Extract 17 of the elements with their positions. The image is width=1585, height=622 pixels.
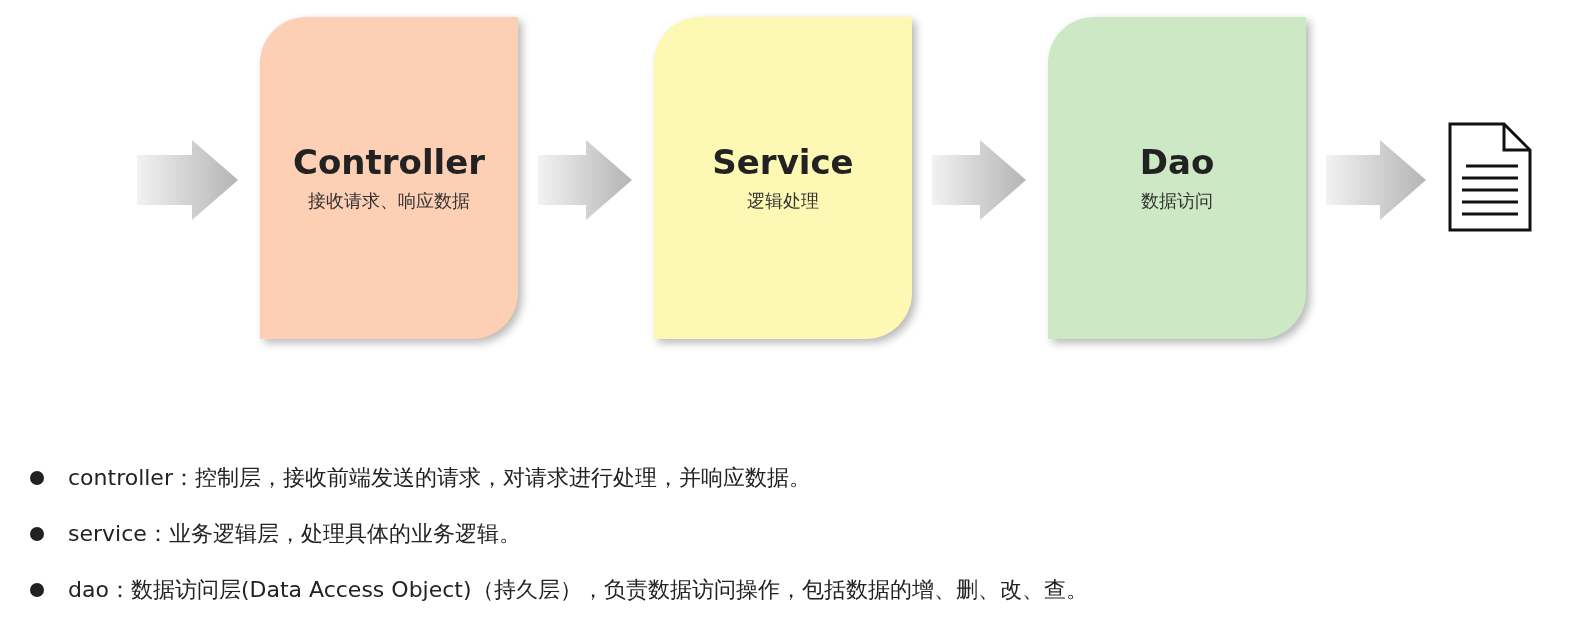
layer-description: 接收请求、响应数据 (308, 188, 470, 213)
block-arrow (538, 140, 632, 220)
bullet-text: service：业务逻辑层，处理具体的业务逻辑。 (68, 520, 521, 548)
document-icon (1448, 122, 1532, 232)
block-arrow (137, 140, 238, 220)
layer-card (260, 17, 518, 339)
bullet-text: controller：控制层，接收前端发送的请求，对请求进行处理，并响应数据。 (68, 464, 811, 492)
layer-description: 数据访问 (1141, 188, 1213, 213)
block-arrow (1326, 140, 1426, 220)
layer-title: Service (712, 142, 854, 183)
bullet-text: dao：数据访问层(Data Access Object)（持久层），负责数据访问操作，包括数据的增、删、改、查。 (68, 576, 1088, 604)
layer-card (1048, 17, 1306, 339)
layer-description: 逻辑处理 (747, 188, 819, 213)
block-arrow (932, 140, 1026, 220)
layer-title: Controller (293, 142, 485, 183)
layer-title: Dao (1139, 142, 1215, 183)
layer-card (654, 17, 912, 339)
